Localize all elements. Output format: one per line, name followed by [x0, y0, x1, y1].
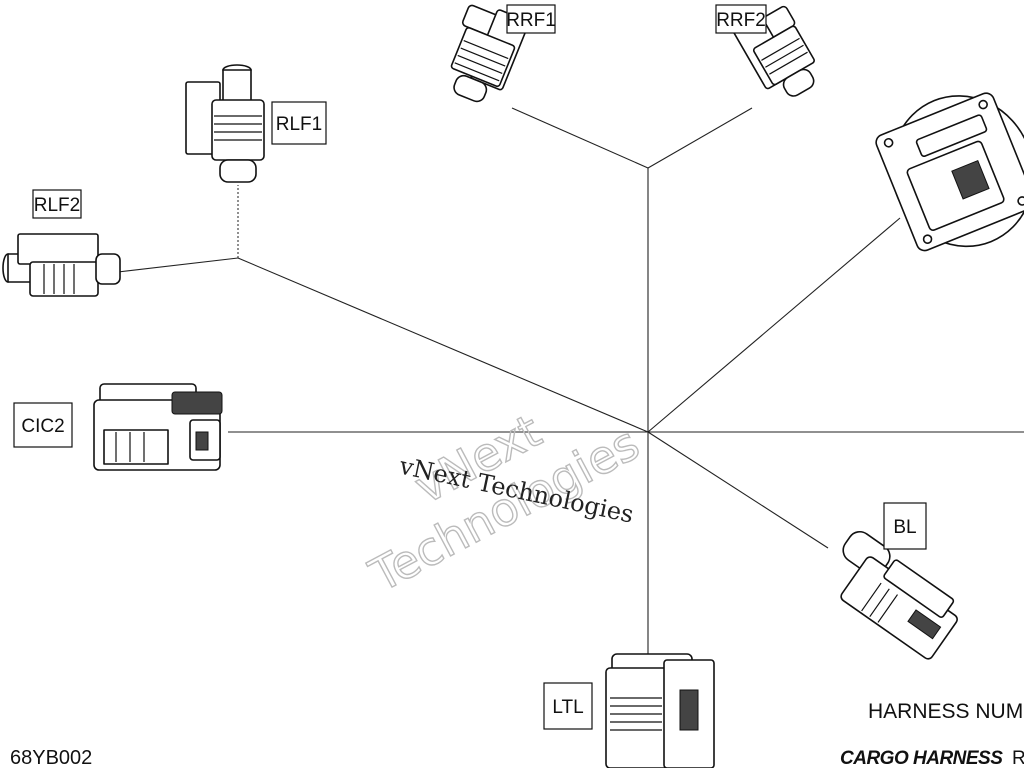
- connector-bl: [840, 530, 958, 660]
- label-rlf1: RLF1: [271, 101, 327, 145]
- label-bl: BL: [883, 502, 927, 550]
- label-rrf1-text: RRF1: [506, 10, 556, 31]
- label-bl-text: BL: [893, 517, 916, 538]
- electronic-module: [875, 92, 1024, 252]
- label-rlf2: RLF2: [32, 189, 82, 219]
- wire-network: [117, 107, 1024, 660]
- label-rrf1: RRF1: [506, 4, 556, 34]
- label-rrf2: RRF2: [715, 4, 767, 34]
- label-cic2-text: CIC2: [21, 416, 64, 437]
- label-cic2: CIC2: [13, 402, 73, 448]
- label-rlf2-text: RLF2: [34, 195, 80, 216]
- figure-code: 68YB002: [10, 747, 92, 768]
- wire-bl: [647, 431, 829, 549]
- wire-rrf1: [511, 107, 649, 169]
- label-rrf2-text: RRF2: [716, 10, 766, 31]
- harness-number-label: HARNESS NUMB: [868, 700, 1024, 723]
- connector-rlf1: [185, 64, 265, 183]
- watermark: vNext Technologies vNext Technologies: [360, 403, 649, 604]
- harness-suffix: R: [1012, 748, 1024, 768]
- connector-rlf2: [2, 233, 121, 297]
- label-ltl: LTL: [543, 682, 593, 730]
- label-ltl-text: LTL: [552, 697, 583, 718]
- connector-cic2: [93, 383, 223, 471]
- wire-rlf2: [117, 257, 239, 273]
- harness-title: CARGO HARNESS: [840, 748, 1003, 768]
- label-rlf1-text: RLF1: [276, 114, 322, 135]
- wire-left-upper: [237, 257, 649, 433]
- wire-rrf2: [647, 107, 753, 169]
- connector-ltl: [605, 653, 715, 768]
- wire-module: [647, 217, 901, 433]
